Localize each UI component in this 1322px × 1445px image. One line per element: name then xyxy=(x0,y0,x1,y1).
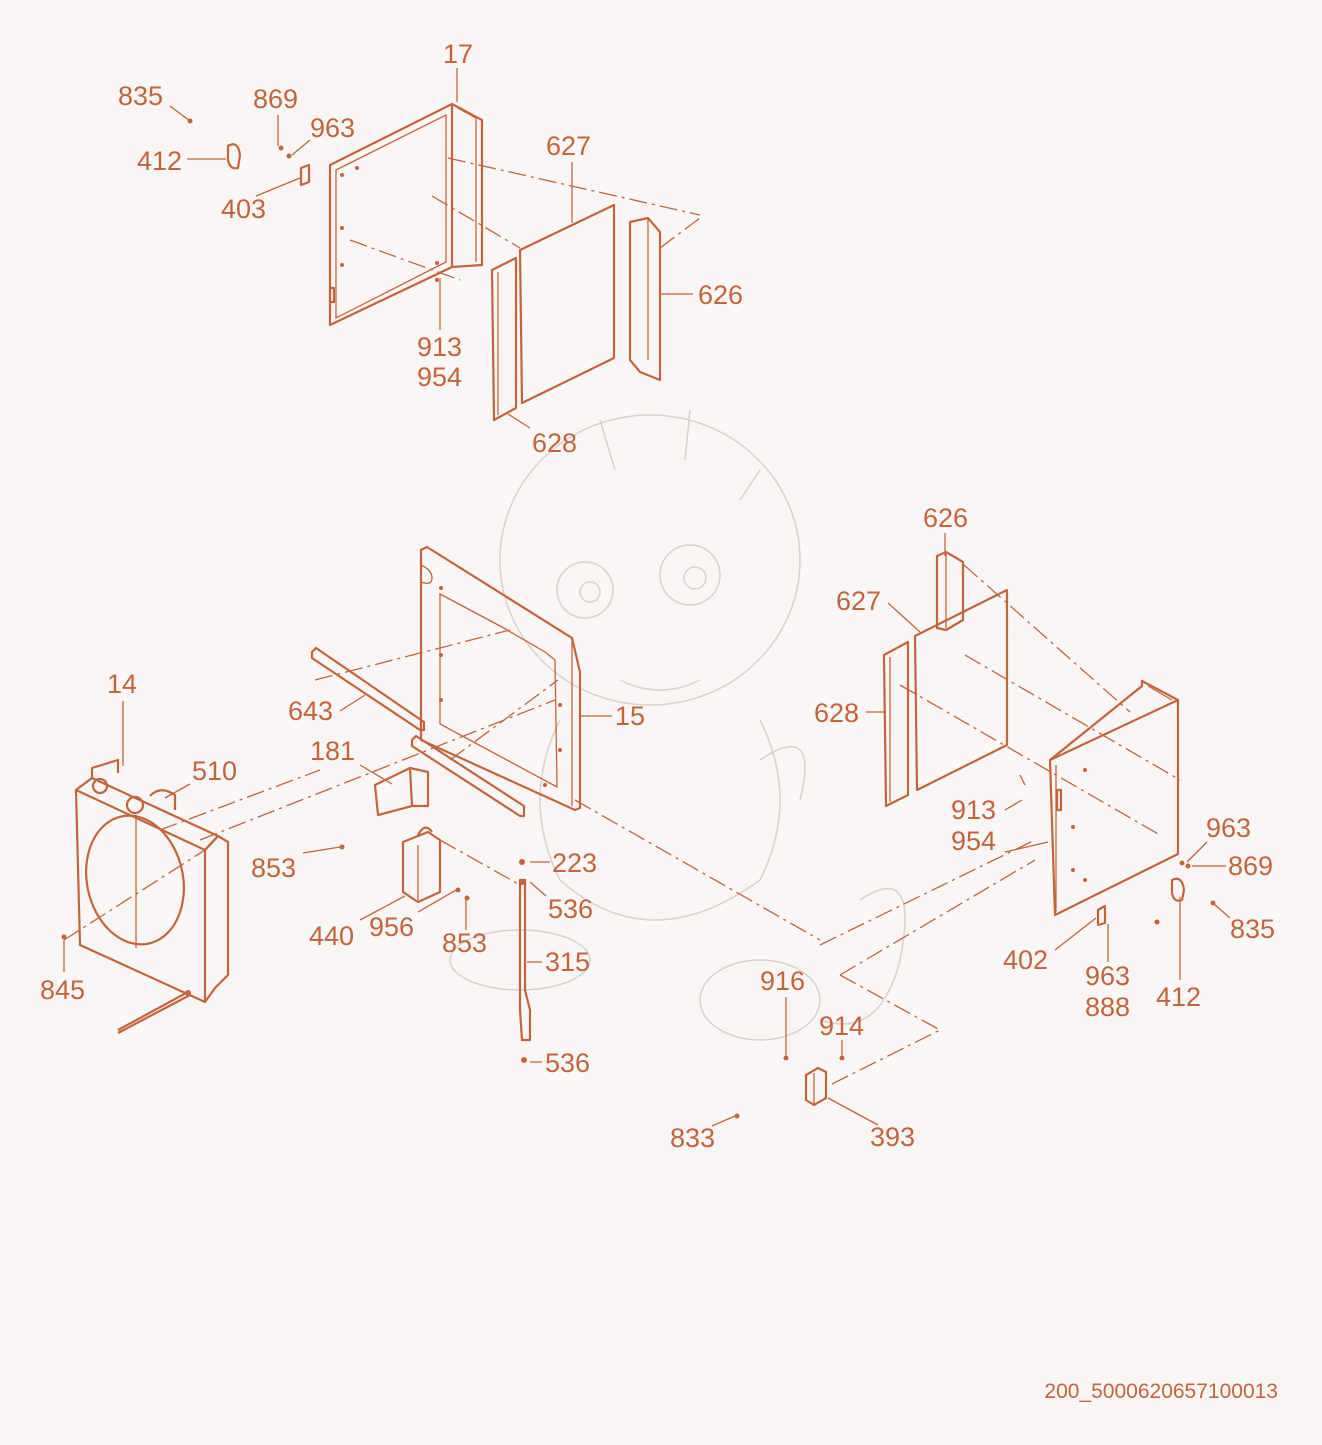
drawing-number: 200_5000620657100013 xyxy=(1044,1380,1278,1403)
callout-845: 845 xyxy=(40,975,85,1005)
callout-853-right: 853 xyxy=(442,928,487,958)
callout-402: 402 xyxy=(1003,945,1048,975)
bar-643-upper xyxy=(310,646,426,732)
callout-628-right: 628 xyxy=(814,698,859,728)
callout-510: 510 xyxy=(192,756,237,786)
callout-536-upper: 536 xyxy=(548,894,593,924)
callout-14: 14 xyxy=(107,669,137,699)
callout-954-right: 954 xyxy=(951,826,996,856)
callout-628-top: 628 xyxy=(532,428,577,458)
callout-835-top: 835 xyxy=(118,81,163,111)
callout-963-bottom: 963 xyxy=(1085,961,1130,991)
callout-869-top: 869 xyxy=(253,84,298,114)
callout-833: 833 xyxy=(670,1123,715,1153)
callout-627-top: 627 xyxy=(546,131,591,161)
callout-954-top: 954 xyxy=(417,362,462,392)
bar-643-lower xyxy=(410,734,526,818)
side-panel-17 xyxy=(328,102,484,327)
strip-626-right xyxy=(935,550,965,632)
leader-lines xyxy=(63,68,1231,1127)
callout-440: 440 xyxy=(309,921,354,951)
callout-181: 181 xyxy=(310,736,355,766)
callout-963-right: 963 xyxy=(1206,813,1251,843)
callout-888: 888 xyxy=(1085,992,1130,1022)
insulation-627-right xyxy=(913,588,1009,792)
callout-913-top: 913 xyxy=(417,332,462,362)
frame-panel-15 xyxy=(419,545,582,812)
callout-626-right: 626 xyxy=(923,503,968,533)
filler-628-right xyxy=(882,640,910,808)
callout-963-top: 963 xyxy=(310,113,355,143)
callout-913-right: 913 xyxy=(951,795,996,825)
filler-628-top xyxy=(490,256,518,422)
right-side-panel-assembly xyxy=(819,550,1216,976)
callout-223: 223 xyxy=(552,848,597,878)
callout-315: 315 xyxy=(545,947,590,977)
callout-916: 916 xyxy=(760,966,805,996)
center-frame-assembly xyxy=(199,545,821,1063)
callout-914: 914 xyxy=(819,1011,864,1041)
hinge-393 xyxy=(734,974,942,1119)
callout-956: 956 xyxy=(369,912,414,942)
callout-412-right: 412 xyxy=(1156,982,1201,1012)
expansion-tank-440 xyxy=(401,826,442,904)
callout-labels: 17 835 869 963 412 403 627 626 913 954 6… xyxy=(40,39,1275,1153)
callout-403: 403 xyxy=(221,194,266,224)
hinge-hardware-top xyxy=(187,118,311,187)
callout-853-left: 853 xyxy=(251,853,296,883)
callout-869-right: 869 xyxy=(1228,851,1273,881)
strip-626-top xyxy=(628,216,662,382)
callout-393: 393 xyxy=(870,1122,915,1152)
hose-315 xyxy=(518,859,532,1063)
callout-643: 643 xyxy=(288,696,333,726)
callout-627-right: 627 xyxy=(836,586,881,616)
insulation-627-top xyxy=(518,203,616,405)
callout-412-top: 412 xyxy=(137,146,182,176)
callout-17: 17 xyxy=(443,39,473,69)
top-side-panel-assembly xyxy=(187,102,701,422)
radiator-14 xyxy=(61,758,321,1034)
callout-536-lower: 536 xyxy=(545,1048,590,1078)
callout-835-right: 835 xyxy=(1230,914,1275,944)
bracket-181 xyxy=(373,766,430,817)
callout-15: 15 xyxy=(615,701,645,731)
callout-626-top: 626 xyxy=(698,280,743,310)
hinge-hardware-right xyxy=(1096,860,1216,927)
side-panel-right xyxy=(1048,679,1180,917)
